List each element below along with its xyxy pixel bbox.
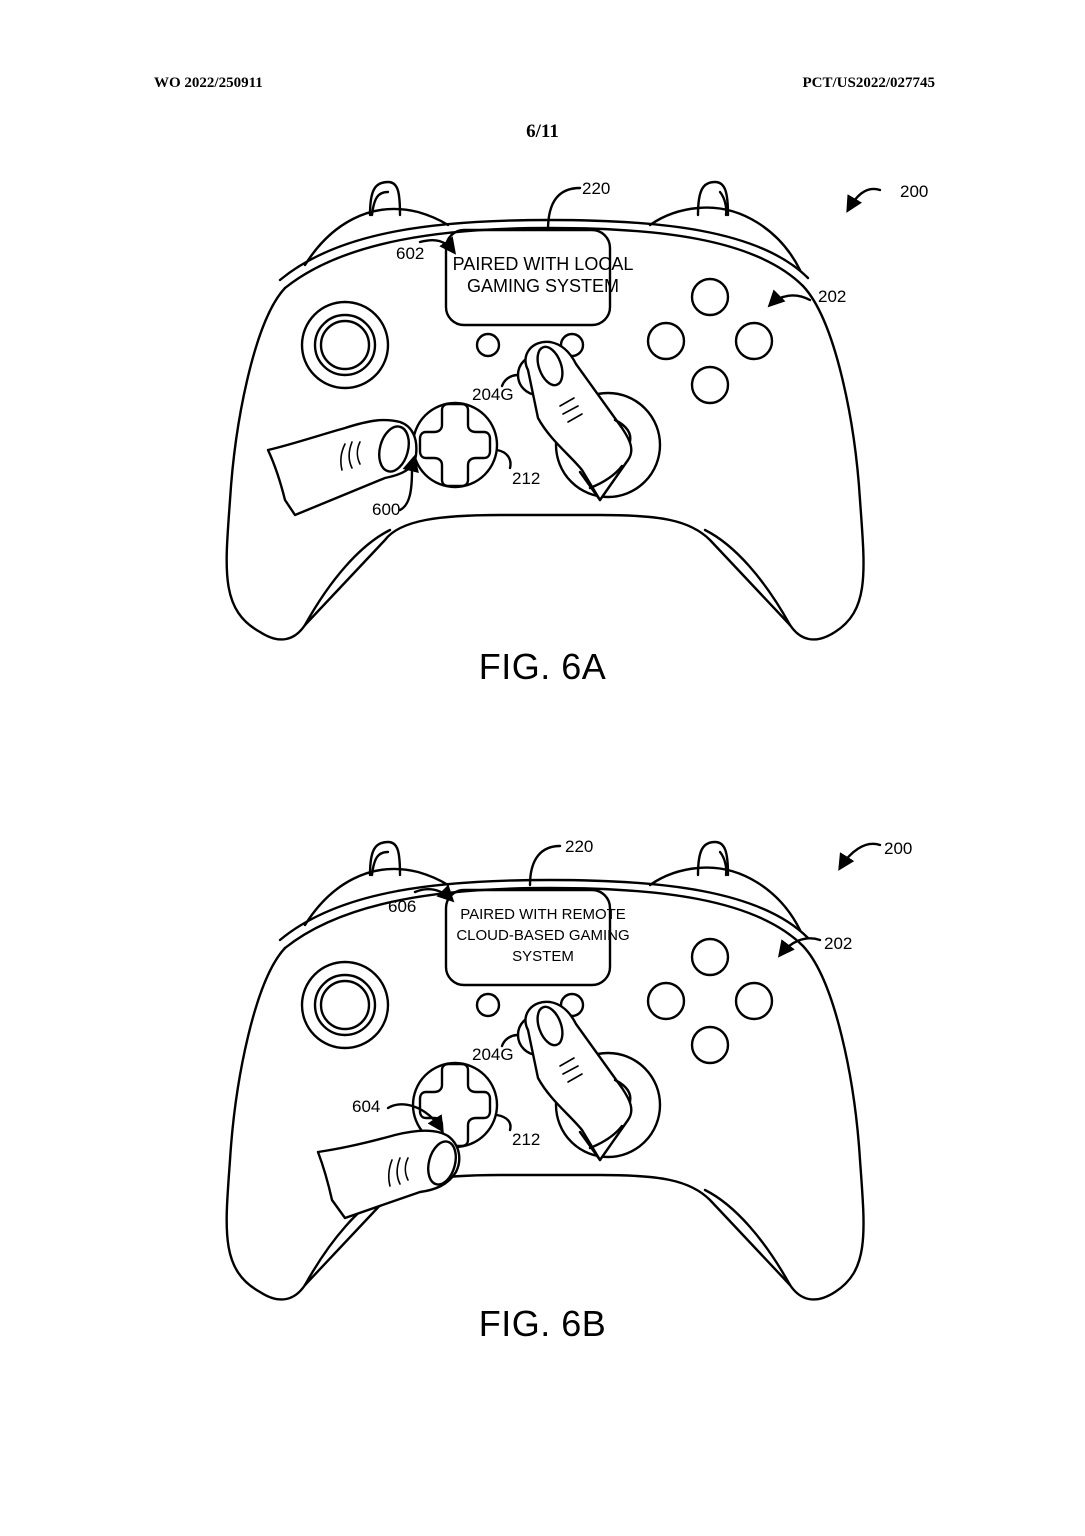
- leader-212: [495, 448, 512, 470]
- leader-200: [846, 187, 882, 213]
- figure-caption-6a: FIG. 6A: [478, 646, 607, 687]
- left-thumb-icon: [316, 1129, 461, 1220]
- leader-204g: [500, 1033, 520, 1048]
- display-line: PAIRED WITH LOCAL: [452, 254, 634, 274]
- display-line: GAMING SYSTEM: [466, 275, 619, 296]
- left-thumb-icon: [266, 418, 418, 517]
- leader-600: [398, 454, 419, 512]
- label-600: 600: [372, 500, 401, 519]
- figure-6a-drawing: [225, 180, 882, 641]
- label-602: 602: [396, 244, 425, 263]
- label-604: 604: [352, 1097, 381, 1116]
- display-message-6a: PAIRED WITH LOCAL GAMING SYSTEM: [446, 254, 640, 297]
- label-200: 200: [900, 182, 929, 201]
- sheet-number: 6/11: [526, 121, 559, 142]
- leader-602: [418, 236, 457, 255]
- label-204g: 204G: [472, 1045, 514, 1064]
- leader-604: [386, 1103, 444, 1133]
- display-message-6b: PAIRED WITH REMOTE CLOUD-BASED GAMING SY…: [446, 904, 640, 967]
- publication-number: WO 2022/250911: [154, 75, 263, 91]
- leader-220: [528, 844, 562, 887]
- label-212: 212: [512, 469, 541, 488]
- application-number: PCT/US2022/027745: [802, 75, 935, 91]
- label-220: 220: [582, 179, 611, 198]
- label-220: 220: [565, 837, 594, 856]
- display-line: CLOUD-BASED GAMING: [456, 927, 630, 944]
- leader-200: [838, 842, 882, 871]
- label-200: 200: [884, 839, 913, 858]
- label-204g: 204G: [472, 385, 514, 404]
- label-202: 202: [818, 287, 847, 306]
- display-line: SYSTEM: [512, 948, 574, 965]
- leader-212: [495, 1113, 512, 1132]
- game-controller-outline: [225, 180, 865, 641]
- leader-202: [767, 289, 812, 308]
- display-line: PAIRED WITH REMOTE: [460, 906, 626, 923]
- label-212: 212: [512, 1130, 541, 1149]
- leader-202: [777, 937, 822, 958]
- label-202: 202: [824, 934, 853, 953]
- leader-204g: [500, 373, 520, 388]
- leader-606: [413, 884, 455, 903]
- figure-caption-6b: FIG. 6B: [478, 1303, 607, 1344]
- leader-220: [546, 186, 582, 232]
- label-606: 606: [388, 897, 417, 916]
- figure-6b-drawing: [225, 840, 882, 1301]
